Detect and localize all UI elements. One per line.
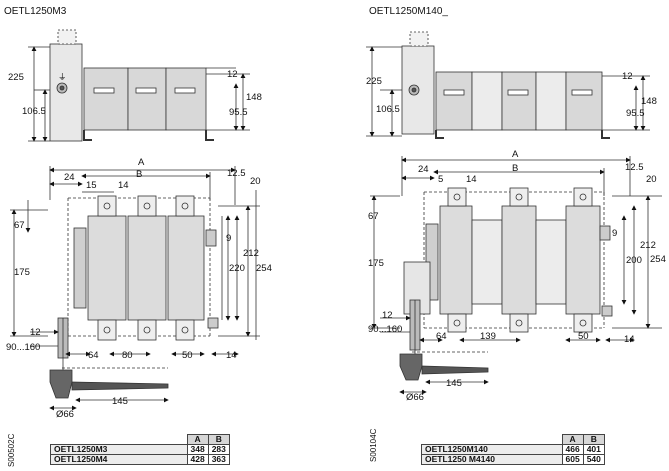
right-drawing-code: S00104C [369,428,378,462]
left-front-dim-67: 67 [14,220,25,231]
right-front-dim-139: 139 [480,331,496,342]
left-dimension-table: A B OETL1250M3 348 283 OETL1250M4 428 36… [50,434,230,465]
left-table-header-b: B [207,434,230,445]
right-front-dim-14b: 14 [624,334,635,345]
left-table-b: 363 [207,454,230,465]
left-table-a: 428 [186,454,209,465]
left-table-a: 348 [186,444,209,455]
right-front-dim-A: A [512,149,519,160]
right-front-dim-50: 50 [578,331,589,342]
right-table-model: OETL1250M140 [421,444,563,455]
left-side-dim-148: 148 [246,92,262,103]
table-row: OETL1250M140 466 401 [421,444,605,455]
left-front-dim-125: 12.5 [227,168,246,179]
left-drawing-code: S00502C [7,433,16,467]
left-side-dim-12: 12 [227,69,238,80]
left-front-view [10,166,260,411]
left-front-dim-15: 15 [86,180,97,191]
left-front-dim-145: 145 [112,396,128,407]
right-front-dim-14: 14 [466,174,477,185]
right-front-view [370,156,662,395]
left-side-dim-225: 225 [8,72,24,83]
left-table-header-a: A [186,434,209,445]
right-front-dim-12b: 12 [382,310,393,321]
left-front-dim-A: A [138,157,145,168]
left-table-model: OETL1250M4 [50,454,188,465]
left-table-model: OETL1250M3 [50,444,188,455]
left-front-dim-B: B [136,169,142,180]
left-front-dim-14: 14 [118,180,129,191]
right-table-a: 605 [561,454,584,465]
right-front-dim-145: 145 [446,378,462,389]
left-front-dim-64: 64 [88,350,99,361]
right-front-dim-212: 212 [640,240,656,251]
right-table-b: 540 [582,454,605,465]
right-table-b: 401 [582,444,605,455]
left-side-view: ⏚ [28,29,250,142]
right-front-dim-67: 67 [368,211,379,222]
right-table-a: 466 [561,444,584,455]
left-table-b: 283 [207,444,230,455]
left-title: OETL1250M3 [4,6,67,17]
left-front-dim-254: 254 [256,263,272,274]
right-front-dim-200: 200 [626,255,642,266]
right-table-header-a: A [561,434,584,445]
right-side-dim-148: 148 [641,96,657,107]
right-front-dim-125: 12.5 [625,162,644,173]
left-front-dim-66: Ø66 [56,409,74,420]
right-front-dim-66: Ø66 [406,392,424,403]
left-front-dim-9: 9 [226,233,231,244]
right-front-dim-20: 20 [646,174,657,185]
left-front-dim-90-160: 90...160 [6,342,40,353]
left-side-dim-106: 106.5 [22,106,46,117]
table-row: OETL1250 M4140 605 540 [421,454,605,465]
right-side-dim-225: 225 [366,76,382,87]
right-front-dim-5: 5 [438,174,443,185]
left-front-dim-80: 80 [122,350,133,361]
right-table-model: OETL1250 M4140 [421,454,563,465]
right-title: OETL1250M140_ [369,6,448,17]
right-side-dim-955: 95.5 [626,108,645,119]
left-front-dim-50: 50 [182,350,193,361]
left-front-dim-212: 212 [243,248,259,259]
right-front-dim-175: 175 [368,258,384,269]
svg-text:⏚: ⏚ [58,72,67,82]
left-front-dim-220: 220 [229,263,245,274]
right-front-dim-9: 9 [612,228,617,239]
right-front-dim-90-160: 90...160 [368,324,402,335]
right-front-dim-254: 254 [650,254,666,265]
left-front-dim-14b: 14 [226,350,237,361]
left-front-dim-24: 24 [64,172,75,183]
left-front-dim-12b: 12 [30,327,41,338]
right-side-dim-12: 12 [622,71,633,82]
right-front-dim-64: 64 [436,331,447,342]
right-dimension-table: A B OETL1250M140 466 401 OETL1250 M4140 … [421,434,605,465]
right-side-dim-106: 106.5 [376,104,400,115]
right-front-dim-B: B [512,163,518,174]
left-side-dim-955: 95.5 [229,107,248,118]
right-front-dim-24: 24 [418,164,429,175]
left-front-dim-175: 175 [14,267,30,278]
right-side-view [366,31,650,139]
right-table-header-b: B [582,434,605,445]
table-row: OETL1250M3 348 283 [50,444,230,455]
left-front-dim-20: 20 [250,176,261,187]
table-row: OETL1250M4 428 363 [50,454,230,465]
